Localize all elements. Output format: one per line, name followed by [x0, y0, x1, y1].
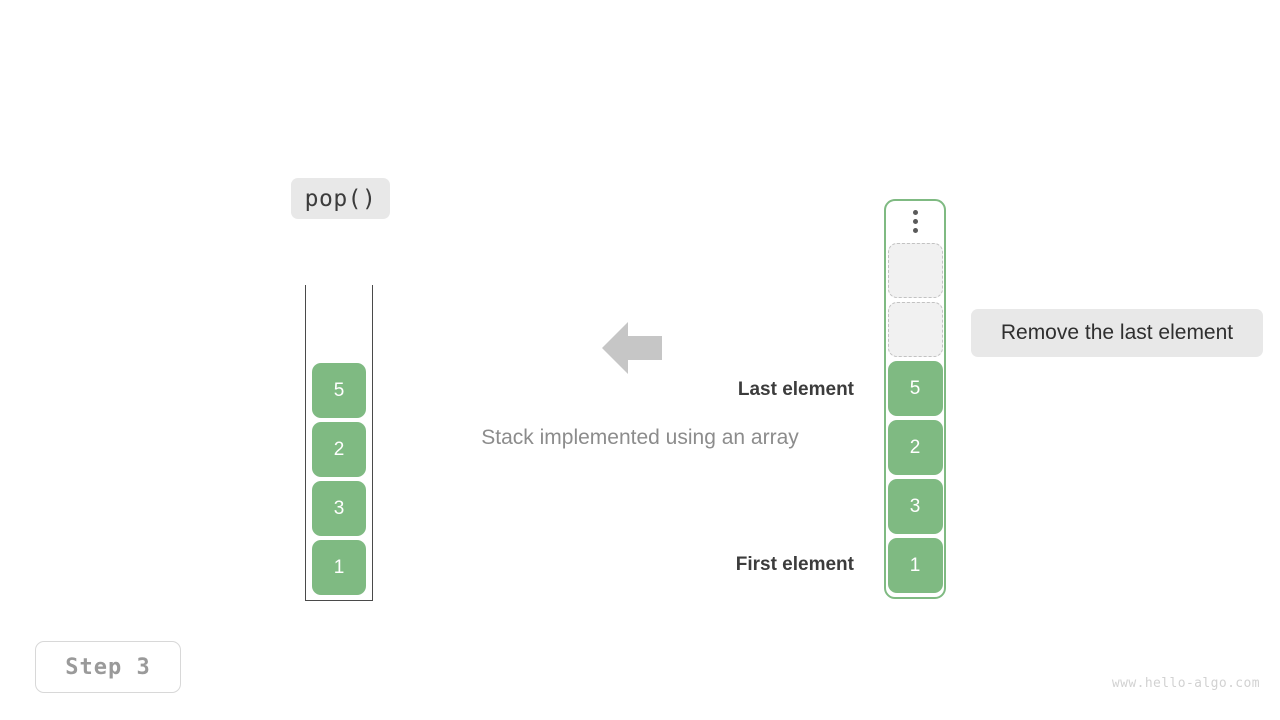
array-cell: 2 — [887, 420, 943, 475]
array-cell: 3 — [887, 479, 943, 534]
stack-cell: 3 — [312, 481, 366, 536]
operation-label: pop() — [291, 178, 390, 219]
arrow-left-icon — [602, 320, 662, 376]
array-empty-slot — [887, 243, 943, 298]
array-cell-list: 5 2 3 1 — [886, 243, 944, 593]
array-container: 5 2 3 1 — [884, 199, 946, 599]
stack-cell: 1 — [312, 540, 366, 595]
stack-cell: 2 — [312, 422, 366, 477]
step-badge: Step 3 — [35, 641, 181, 693]
stack-cell: 5 — [312, 363, 366, 418]
annotation-bubble: Remove the last element — [971, 309, 1263, 357]
first-element-label: First element — [735, 554, 854, 575]
vertical-ellipsis-icon — [886, 210, 944, 233]
array-cell: 1 — [887, 538, 943, 593]
last-element-label: Last element — [737, 379, 854, 400]
array-cell: 5 — [887, 361, 943, 416]
watermark: www.hello-algo.com — [1111, 676, 1260, 691]
stack-container: 5 2 3 1 — [305, 285, 373, 601]
stack-cell-list: 5 2 3 1 — [306, 363, 372, 595]
center-caption: Stack implemented using an array — [481, 426, 799, 449]
array-empty-slot — [887, 302, 943, 357]
